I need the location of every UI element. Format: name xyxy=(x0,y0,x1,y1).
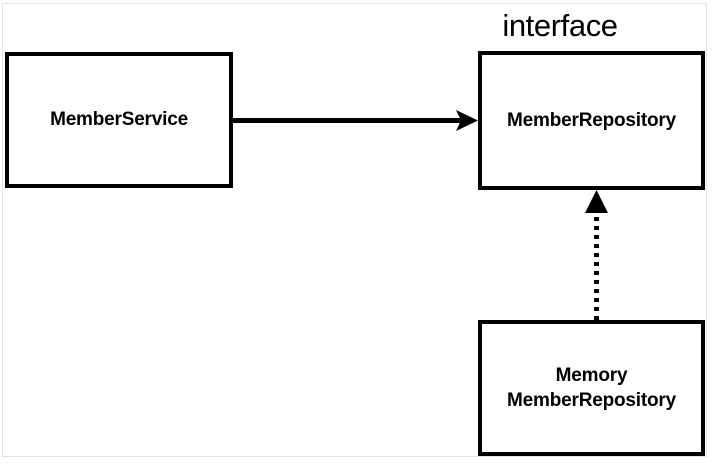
edge-uses-arrowhead xyxy=(456,110,478,131)
class-box-memory-member-repository[interactable]: Memory MemberRepository xyxy=(478,320,705,456)
interface-stereotype-label: interface xyxy=(502,8,618,43)
class-box-member-repository[interactable]: MemberRepository xyxy=(478,51,705,190)
class-box-member-repository-label: MemberRepository xyxy=(507,109,676,131)
class-box-member-service[interactable]: MemberService xyxy=(5,52,233,188)
edge-implements-arrowhead xyxy=(585,190,608,213)
class-box-memory-member-repository-label: Memory MemberRepository xyxy=(507,364,676,411)
edge-member-service-to-member-repository xyxy=(233,110,478,131)
class-box-member-service-label: MemberService xyxy=(50,109,188,131)
edge-memory-member-repository-to-member-repository xyxy=(585,190,608,320)
